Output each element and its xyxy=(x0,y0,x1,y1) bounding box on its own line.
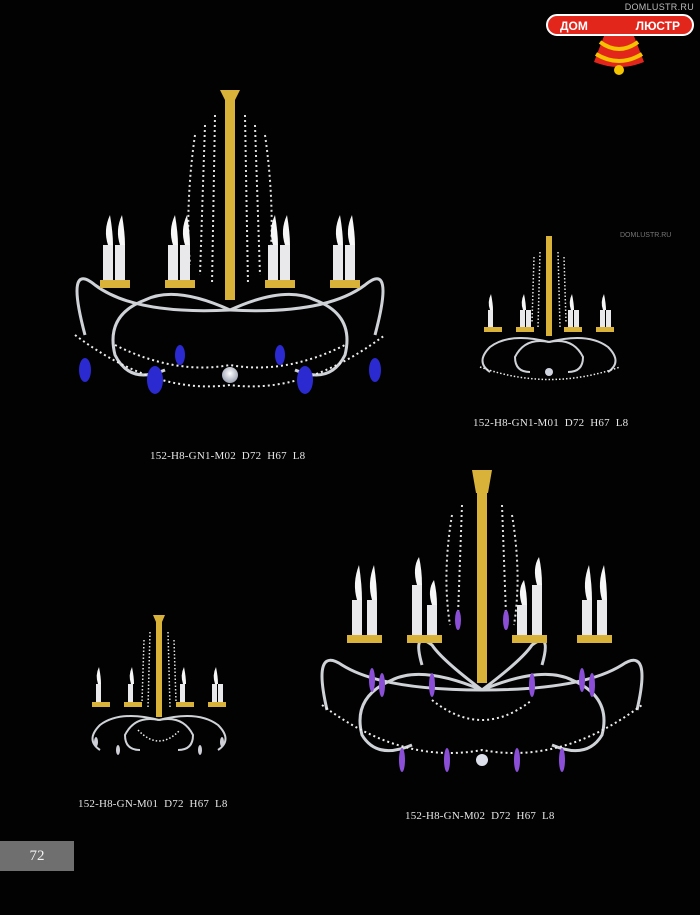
product-caption-2: 152-H8-GN1-M01 D72 H67 L8 xyxy=(473,417,629,429)
logo-word-right: ЛЮСТР xyxy=(635,19,680,33)
logo-word-left: ДОМ xyxy=(560,19,588,33)
product-caption-4: 152-H8-GN-M02 D72 H67 L8 xyxy=(405,810,555,822)
logo-site-text: DOMLUSTR.RU xyxy=(624,2,694,12)
chandelier-small-clear-image xyxy=(479,236,621,381)
chandelier-large-violet-image xyxy=(320,470,644,772)
product-caption-1: 152-H8-GN1-M02 D72 H67 L8 xyxy=(150,450,306,462)
brand-logo[interactable]: DOMLUSTR.RU ДОМ ЛЮСТР xyxy=(540,2,698,80)
chandelier-small-silver-image xyxy=(91,615,227,755)
product-caption-3: 152-H8-GN-M01 D72 H67 L8 xyxy=(78,798,228,810)
chandelier-large-blue-image xyxy=(74,90,386,394)
logo-banner: ДОМ ЛЮСТР xyxy=(546,14,694,36)
watermark-url: DOMLUSTR.RU xyxy=(620,232,672,239)
page-number: 72 xyxy=(0,841,74,871)
lamp-logo-icon xyxy=(594,36,644,75)
